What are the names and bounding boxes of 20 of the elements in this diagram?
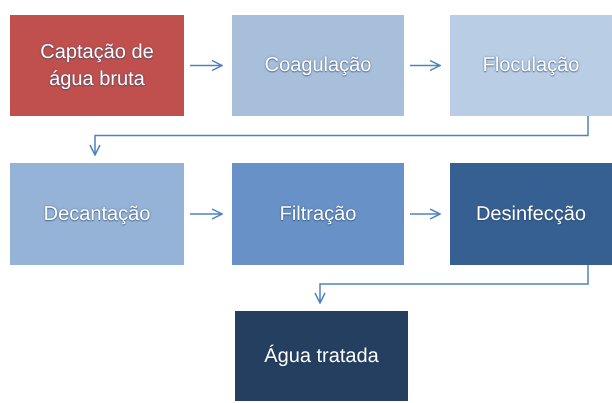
step-label: Floculação — [482, 53, 580, 78]
arrow — [190, 208, 223, 220]
step-label: Captação de água bruta — [39, 40, 155, 92]
arrow — [314, 265, 589, 304]
process-box — [10, 15, 184, 116]
step-label: Filtração — [280, 202, 356, 226]
process-box — [232, 163, 404, 265]
step-label: Decantação — [44, 202, 150, 226]
arrow — [89, 116, 589, 156]
arrow — [410, 208, 441, 220]
process-box — [10, 163, 184, 265]
step-label: Água tratada — [264, 344, 379, 368]
arrow — [410, 60, 441, 72]
arrow — [190, 60, 223, 72]
process-box — [232, 15, 404, 116]
step-label: Coagulação — [264, 53, 372, 78]
step-label: Desinfecção — [476, 202, 586, 226]
process-box — [450, 15, 612, 116]
process-box — [450, 163, 612, 265]
process-box — [235, 311, 408, 401]
